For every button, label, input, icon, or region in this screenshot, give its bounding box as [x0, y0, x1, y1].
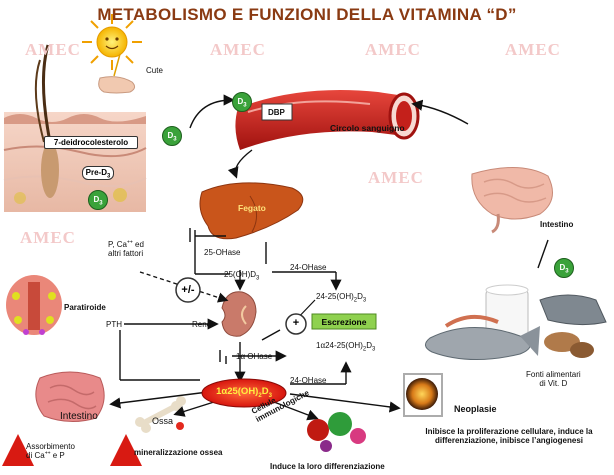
- 24-25-oh2-d3-label: 24-25(OH)2D3: [316, 292, 367, 304]
- skin-illustration: [3, 44, 147, 212]
- watermark: AMEC: [20, 228, 76, 247]
- calcitriol-ellipse: [201, 378, 287, 408]
- d3-circle: D3: [162, 126, 182, 146]
- excretion-label: Escrezione: [321, 317, 367, 327]
- blood-vessel-illustration: [235, 90, 420, 150]
- neoplasia-label: Neoplasie: [454, 404, 497, 414]
- differentiation-label: Induce la loro differenziazione: [270, 462, 385, 471]
- d3-circle: D3: [554, 258, 574, 278]
- watermark: AMEC: [25, 40, 81, 59]
- d3-circle: D3: [232, 92, 252, 112]
- page-title: METABOLISMO E FUNZIONI DELLA VITAMINA “D…: [97, 5, 517, 24]
- tumor-cell-illustration: [406, 378, 438, 410]
- intestine-left-illustration: [35, 371, 105, 422]
- food-sources-illustration: [425, 284, 607, 360]
- 1-alpha-24-25-label: 1α24-25(OH)2D3: [316, 341, 376, 353]
- plus-minus-label: +/-: [181, 284, 195, 296]
- d3-circle: D3: [88, 190, 108, 210]
- sun-icon: [82, 14, 142, 70]
- kidney-label: Rene: [192, 320, 212, 329]
- bone-mineralization-label: mineralizzazione ossea: [134, 448, 223, 457]
- parathyroid-label: Paratiroide: [64, 303, 106, 312]
- intestine-right-illustration: [471, 166, 553, 234]
- 24-ohase-lower-label: 24-OHase: [290, 376, 327, 385]
- pathway-arrows: [109, 94, 549, 421]
- kidney-illustration: [221, 291, 257, 337]
- watermark: AMEC: [505, 40, 561, 59]
- watermark: AMEC: [368, 168, 424, 187]
- 25-oh-d3-label: 25(OH)D3: [224, 270, 260, 282]
- escrezione-box: [311, 313, 377, 330]
- intestine-left-label: Intestino: [60, 411, 98, 422]
- immune-cells-illustration: [307, 412, 366, 452]
- watermark: AMEC: [210, 40, 266, 59]
- liver-illustration: [199, 182, 304, 240]
- intestine-right-label: Intestino: [540, 220, 574, 229]
- plus-minus-circle: [175, 277, 201, 303]
- skin-label: Cute: [146, 66, 163, 75]
- 1-alpha-ohase-label: 1α OHase: [236, 352, 273, 361]
- pre-d3-label: Pre-D3: [82, 166, 114, 180]
- plus-circle: [285, 313, 307, 335]
- dbp-label: DBP: [268, 108, 285, 117]
- plus-label: +: [292, 317, 300, 329]
- bone-illustration: [135, 396, 186, 433]
- calcitriol-label: 1α25(OH)2D3: [216, 386, 272, 399]
- parathyroid-illustration: [6, 275, 62, 335]
- bones-label: Ossa: [152, 416, 174, 426]
- dehydrocholesterol-label: 7-deidrocolesterolo: [44, 136, 138, 149]
- neoplasia-description: Inibisce la proliferazione cellulare, in…: [425, 427, 593, 446]
- 24-ohase-label: 24-OHase: [290, 263, 327, 272]
- pth-label: PTH: [106, 320, 122, 329]
- 25-ohase-label: 25-OHase: [204, 248, 241, 257]
- watermark: AMEC: [365, 40, 421, 59]
- blood-circulation-label: Circolo sanguigno: [330, 123, 405, 133]
- hand-icon: [98, 76, 136, 94]
- liver-label: Fegato: [238, 203, 266, 213]
- inhibition-ticks: [189, 228, 221, 362]
